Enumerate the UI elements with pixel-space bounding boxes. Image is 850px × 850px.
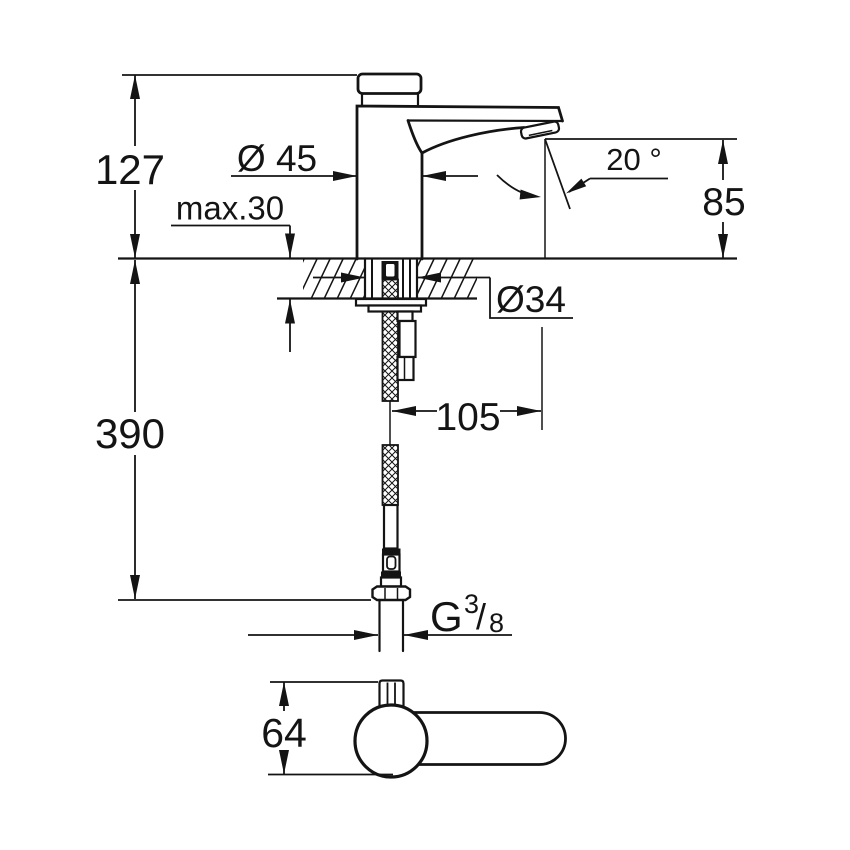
fitting-collar bbox=[379, 576, 403, 588]
thread-slash: / bbox=[476, 596, 486, 637]
spray-angle-line bbox=[544, 138, 571, 210]
dim-spray-angle: 20 ° bbox=[496, 138, 668, 259]
dim-overall-height: 127 bbox=[95, 74, 357, 258]
supply-hose bbox=[371, 310, 417, 653]
faucet-side-view bbox=[355, 72, 564, 261]
dim-outlet-height-label: 85 bbox=[702, 181, 745, 224]
dim-hole-diameter-label: Ø34 bbox=[496, 279, 566, 320]
hole-edges bbox=[363, 257, 419, 300]
handle-base-circle bbox=[353, 703, 429, 779]
thread-g-label: G bbox=[430, 593, 463, 640]
dim-thread: G 3 / 8 bbox=[248, 589, 512, 640]
handle-button-slats bbox=[386, 682, 396, 704]
connection-nut bbox=[371, 585, 412, 602]
dim-spout-reach: 105 bbox=[392, 327, 543, 439]
body-chin-curve bbox=[406, 119, 424, 155]
handle-button bbox=[378, 679, 405, 708]
cap-neck bbox=[360, 92, 420, 107]
hose-tube bbox=[382, 503, 399, 550]
spout-underside-edge bbox=[406, 119, 564, 123]
valve-body bbox=[398, 319, 417, 359]
fitting-slot bbox=[386, 555, 397, 570]
valve-neck bbox=[396, 310, 414, 323]
dim-body-diameter: Ø 45 bbox=[231, 138, 478, 181]
shank-braid bbox=[381, 278, 399, 300]
push-button-cap bbox=[356, 72, 423, 95]
deck-section bbox=[118, 257, 737, 313]
braided-hose-upper bbox=[381, 310, 399, 402]
dim-deck-thickness-label: max.30 bbox=[176, 190, 284, 227]
dim-hose-length-label: 390 bbox=[95, 410, 165, 457]
fitting-band-1 bbox=[382, 548, 401, 555]
braided-hose-lower bbox=[381, 444, 399, 506]
dim-overall-height-label: 127 bbox=[95, 146, 165, 193]
dim-spout-reach-label: 105 bbox=[435, 396, 500, 439]
handle-top-view bbox=[353, 679, 567, 779]
thread-denominator: 8 bbox=[489, 608, 504, 638]
shank-cable-slot bbox=[386, 264, 395, 277]
thread-pipe bbox=[378, 598, 405, 653]
dim-hose-length: 390 bbox=[95, 260, 371, 601]
thread-numerator: 3 bbox=[464, 589, 479, 619]
faucet-body-outline bbox=[355, 104, 564, 261]
dim-spray-angle-label: 20 ° bbox=[606, 142, 662, 177]
shank-tubes bbox=[371, 258, 411, 299]
handle-lever bbox=[408, 711, 567, 766]
aerator bbox=[519, 120, 561, 140]
spout-underside-curve bbox=[420, 126, 526, 155]
fitting-band-2 bbox=[381, 571, 401, 578]
dim-handle-width: 64 bbox=[261, 681, 393, 776]
dim-outlet-height: 85 bbox=[545, 138, 746, 258]
valve-lower bbox=[396, 355, 415, 382]
nut-facets bbox=[384, 588, 399, 599]
dim-hole-diameter: Ø34 bbox=[313, 272, 573, 320]
dim-handle-width-label: 64 bbox=[261, 710, 307, 756]
dim-body-diameter-label: Ø 45 bbox=[237, 138, 317, 179]
dim-deck-thickness: max.30 bbox=[171, 190, 295, 352]
